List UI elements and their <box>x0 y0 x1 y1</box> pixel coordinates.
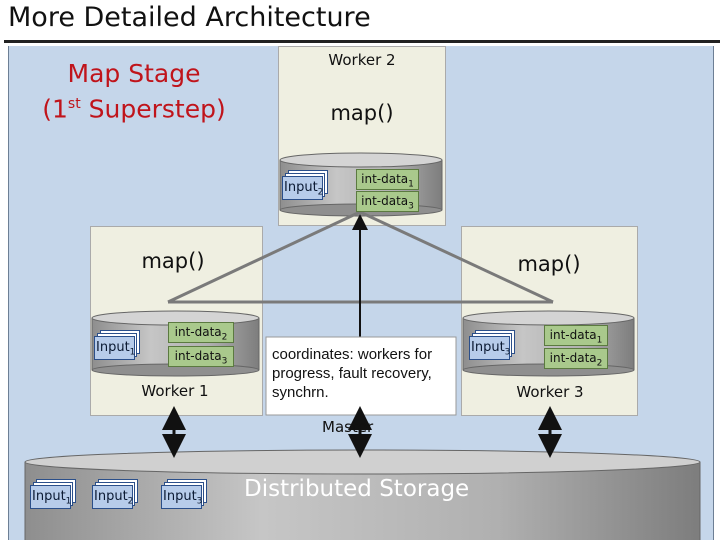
title-rule <box>4 40 720 43</box>
worker-1-int-data-1: int-data2 <box>168 322 234 343</box>
storage-input-file-3: Input3 <box>161 479 207 509</box>
worker-1-map-function: map() <box>141 249 205 273</box>
stage-title-line-1: Map Stage <box>67 59 201 88</box>
worker-3-int-data-1: int-data1 <box>544 325 608 346</box>
storage-input-file-1: Input1 <box>30 479 76 509</box>
worker-1-int-data-2: int-data3 <box>168 346 234 367</box>
worker-2-int-data-1: int-data1 <box>356 169 419 190</box>
slide-title: More Detailed Architecture <box>8 2 371 33</box>
storage-input-file-2: Input2 <box>92 479 138 509</box>
worker-2-int-data-2: int-data3 <box>356 191 419 212</box>
worker-3-label: Worker 3 <box>516 383 584 401</box>
worker-2-input-file: Input2 <box>282 170 328 200</box>
worker-2-map-function: map() <box>330 101 394 125</box>
master-description: coordinates: workers for progress, fault… <box>272 346 433 401</box>
master-box <box>265 336 457 416</box>
distributed-storage-label: Distributed Storage <box>244 476 470 502</box>
worker-3-input-file: Input3 <box>469 330 515 360</box>
worker-3-map-function: map() <box>517 252 581 276</box>
map-stage-title: Map Stage (1st Superstep) <box>30 58 238 124</box>
worker-2-label: Worker 2 <box>328 51 396 69</box>
worker-3-int-data-2: int-data2 <box>544 348 608 369</box>
worker-1-input-file: Input1 <box>94 330 140 360</box>
worker-1-label: Worker 1 <box>141 382 209 400</box>
master-label: Master <box>322 418 374 436</box>
stage-title-line-2: (1st Superstep) <box>42 94 226 124</box>
